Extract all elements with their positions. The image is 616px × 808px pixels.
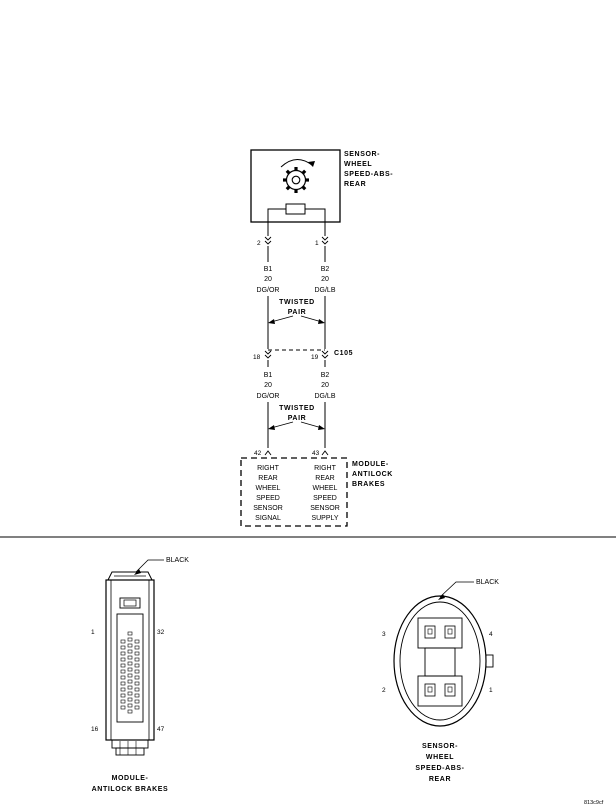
sensor-title-3: SPEED-ABS- [344, 171, 393, 178]
module-left-fn-5: SENSOR [253, 505, 283, 512]
sensor-conn-pin-3: 3 [382, 631, 386, 638]
terminal-chevron-icon [264, 450, 272, 456]
wire-b2-gauge-lower: 20 [321, 382, 329, 389]
abs-pin-32: 32 [157, 629, 165, 636]
wire-b2-code: B2 [321, 266, 330, 273]
sensor-cavity-2 [424, 683, 436, 697]
sensor-cavity-3 [424, 625, 436, 639]
abs-module: RIGHT REAR WHEEL SPEED SENSOR SIGNAL RIG… [240, 457, 393, 527]
module-left-fn-1: RIGHT [257, 465, 280, 472]
module-left-fn-6: SIGNAL [255, 515, 281, 522]
wire-b1-code-lower: B1 [264, 372, 273, 379]
abs-pin-47: 47 [157, 726, 165, 733]
sensor-connector-caption-4: REAR [429, 776, 451, 783]
sensor-title-2: WHEEL [344, 161, 372, 168]
c105-pin-18: 18 [253, 354, 261, 361]
abs-connector-caption-2: ANTILOCK BRAKES [92, 786, 169, 793]
wire-b1-code: B1 [264, 266, 273, 273]
sensor-connector-color-label: BLACK [476, 579, 499, 586]
wheel-speed-sensor: SENSOR- WHEEL SPEED-ABS- REAR [250, 149, 393, 223]
sensor-title-4: REAR [344, 181, 366, 188]
sensor-conn-pin-2: 2 [382, 687, 386, 694]
abs-pin-16: 16 [91, 726, 99, 733]
abs-connector-color-label: BLACK [166, 557, 189, 564]
sensor-connector-caption-1: SENSOR- [422, 743, 458, 750]
wire-b1-color-lower: DG/OR [257, 393, 280, 400]
module-pin-43: 43 [312, 450, 320, 457]
sensor-connector-caption-3: SPEED-ABS- [415, 765, 464, 772]
wire-b2-color-lower: DG/LB [314, 393, 335, 400]
wire-b1-color: DG/OR [257, 287, 280, 294]
sensor-pin-2: 2 [257, 240, 261, 247]
abs-connector-view: BLACK 1 32 16 47 MODULE- ANTILOCK BRAKES [91, 557, 189, 793]
c105-label: C105 [334, 350, 353, 357]
sensor-coil-symbol [285, 203, 306, 215]
twisted-pair-label-1: TWISTED [279, 299, 315, 306]
rotation-arrow-icon [280, 159, 315, 168]
figure-id: 813c9cf [584, 800, 604, 806]
module-right-fn-6: SUPPLY [311, 515, 338, 522]
wire-b2-color: DG/LB [314, 287, 335, 294]
sensor-connector-view: BLACK 3 4 2 1 SENSOR- WHEEL SPEED-ABS- R… [382, 579, 499, 783]
wire-b1-gauge-lower: 20 [264, 382, 272, 389]
gear-icon [283, 167, 309, 193]
sensor-title-1: SENSOR- [344, 151, 380, 158]
abs-pin-1: 1 [91, 629, 95, 636]
sensor-cavity-4 [444, 625, 456, 639]
module-left-fn-3: WHEEL [256, 485, 281, 492]
sensor-conn-pin-1: 1 [489, 687, 493, 694]
sensor-pin-1: 1 [315, 240, 319, 247]
terminal-chevron-icon [264, 236, 272, 245]
sensor-conn-pin-4: 4 [489, 631, 493, 638]
upper-wiring: 2 1 B1 20 DG/OR B2 20 DG/LB TWISTED PAIR [257, 222, 336, 349]
module-left-fn-2: REAR [258, 475, 277, 482]
wire-b2-gauge: 20 [321, 276, 329, 283]
twisted-pair-label-2: PAIR [288, 309, 307, 316]
module-title-2: ANTILOCK [352, 471, 393, 478]
twisted-pair-lower-label-1: TWISTED [279, 405, 315, 412]
module-title-3: BRAKES [352, 481, 385, 488]
module-left-fn-4: SPEED [256, 495, 280, 502]
twisted-pair-lower-label-2: PAIR [288, 415, 307, 422]
connector-c105: 18 19 C105 [253, 349, 353, 361]
c105-pin-19: 19 [311, 354, 319, 361]
module-right-fn-2: REAR [315, 475, 334, 482]
terminal-chevron-icon [321, 350, 329, 359]
module-right-fn-3: WHEEL [313, 485, 338, 492]
module-title-1: MODULE- [352, 461, 389, 468]
wire-b1-gauge: 20 [264, 276, 272, 283]
module-right-fn-1: RIGHT [314, 465, 337, 472]
module-right-fn-4: SPEED [313, 495, 337, 502]
sensor-cavity-1 [444, 683, 456, 697]
terminal-chevron-icon [264, 350, 272, 359]
terminal-chevron-icon [321, 236, 329, 245]
module-right-fn-5: SENSOR [310, 505, 340, 512]
wire-b2-code-lower: B2 [321, 372, 330, 379]
terminal-chevron-icon [321, 450, 329, 456]
sensor-connector-caption-2: WHEEL [426, 754, 454, 761]
lower-wiring: B1 20 DG/OR B2 20 DG/LB TWISTED PAIR 42 … [254, 360, 336, 457]
abs-connector-caption-1: MODULE- [112, 775, 149, 782]
abs-cavity-array [120, 631, 140, 714]
module-pin-42: 42 [254, 450, 262, 457]
